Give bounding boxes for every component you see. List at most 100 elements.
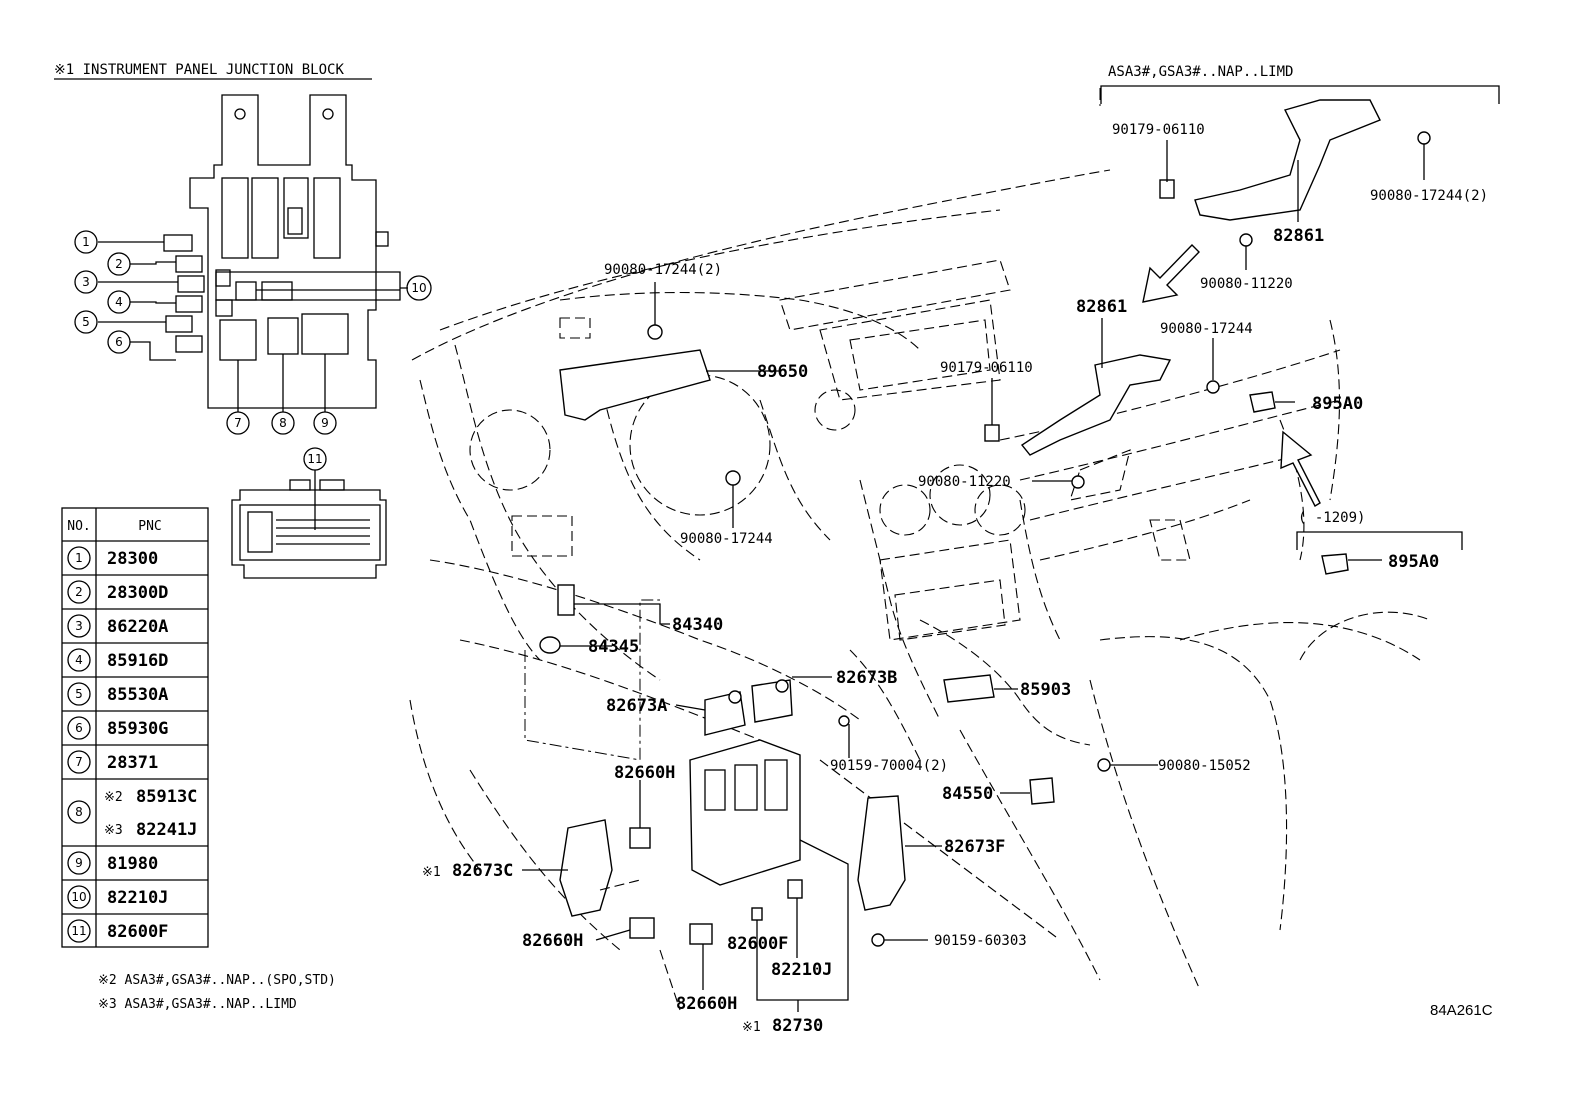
part-label-mark: ※1 bbox=[422, 865, 441, 880]
svg-text:1: 1 bbox=[82, 235, 90, 249]
table-row: 5 85530A bbox=[67, 682, 168, 706]
svg-text:6: 6 bbox=[115, 335, 123, 349]
part-label: 82660H bbox=[614, 763, 675, 783]
svg-text:85530A: 85530A bbox=[107, 685, 168, 705]
table-row: 7 28371 bbox=[67, 750, 158, 774]
svg-text:※3: ※3 bbox=[104, 823, 123, 838]
svg-text:7: 7 bbox=[234, 416, 242, 430]
part-label: 90179-06110 bbox=[940, 360, 1033, 376]
table-row: 4 85916D bbox=[67, 648, 168, 672]
part-label: 82861 bbox=[1076, 297, 1127, 317]
part-label: 90080-17244(2) bbox=[1370, 188, 1488, 204]
svg-text:3: 3 bbox=[75, 619, 83, 633]
svg-text:6: 6 bbox=[75, 721, 83, 735]
part-label: 84345 bbox=[588, 637, 639, 657]
part-label: 90080-11220 bbox=[918, 474, 1011, 490]
variant-bracket: ASA3#,GSA3#..NAP..LIMD bbox=[1100, 64, 1500, 550]
svg-text:2: 2 bbox=[115, 257, 123, 271]
table-header-pnc: PNC bbox=[138, 519, 161, 534]
part-label: 90179-06110 bbox=[1112, 122, 1205, 138]
table-row: 10 82210J bbox=[67, 885, 168, 909]
svg-text:82600F: 82600F bbox=[107, 922, 168, 942]
table-row: 1 28300 bbox=[67, 546, 158, 570]
part-label: 84340 bbox=[672, 615, 723, 635]
part-label: 82673A bbox=[606, 696, 667, 716]
part-label: 82673F bbox=[944, 837, 1005, 857]
svg-text:7: 7 bbox=[75, 755, 83, 769]
part-label: 84550 bbox=[942, 784, 993, 804]
table-row: 6 85930G bbox=[67, 716, 168, 740]
part-label: 82660H bbox=[676, 994, 737, 1014]
callout-circles: 1 2 3 4 5 6 7 8 9 10 11 bbox=[74, 230, 432, 471]
table-row: 3 86220A bbox=[67, 614, 168, 638]
svg-text:8: 8 bbox=[75, 805, 83, 819]
junction-block-leaders bbox=[98, 241, 408, 412]
part-label: 895A0 bbox=[1312, 394, 1363, 414]
part-label: 90080-17244(2) bbox=[604, 262, 722, 278]
svg-text:4: 4 bbox=[75, 653, 83, 667]
svg-text:5: 5 bbox=[75, 687, 83, 701]
part-label: 82660H bbox=[522, 931, 583, 951]
svg-text:81980: 81980 bbox=[107, 854, 158, 874]
svg-text:8: 8 bbox=[279, 416, 287, 430]
callout-7: 7 bbox=[226, 411, 250, 435]
svg-text:82241J: 82241J bbox=[136, 820, 197, 840]
part-label: 82730 bbox=[772, 1016, 823, 1036]
part-label: 82861 bbox=[1273, 226, 1324, 246]
svg-text:11: 11 bbox=[307, 452, 322, 466]
part-label: 90080-11220 bbox=[1200, 276, 1293, 292]
svg-text:85916D: 85916D bbox=[107, 651, 168, 671]
svg-text:85913C: 85913C bbox=[136, 787, 197, 807]
direction-arrows bbox=[1142, 244, 1321, 507]
svg-text:※2: ※2 bbox=[104, 790, 123, 805]
part-label: 85903 bbox=[1020, 680, 1071, 700]
callout-1: 1 bbox=[74, 230, 98, 254]
part-label: 90080-15052 bbox=[1158, 758, 1251, 774]
svg-text:2: 2 bbox=[75, 585, 83, 599]
svg-text:11: 11 bbox=[71, 924, 86, 938]
svg-text:3: 3 bbox=[82, 275, 90, 289]
part-label: 82210J bbox=[771, 960, 832, 980]
pnc-table-rows: 1 28300 2 28300D 3 86220A 4 85916D 5 85530A 6… bbox=[67, 546, 197, 943]
part-label: 82673C bbox=[452, 861, 513, 881]
svg-text:85930G: 85930G bbox=[107, 719, 168, 739]
part-label: 90159-70004(2) bbox=[830, 758, 948, 774]
table-header-no: NO. bbox=[67, 519, 90, 534]
part-label: 82600F bbox=[727, 934, 788, 954]
callout-11: 11 bbox=[303, 447, 327, 471]
part-label: 895A0 bbox=[1388, 552, 1439, 572]
table-row: 2 28300D bbox=[67, 580, 168, 604]
callout-5: 5 bbox=[74, 310, 98, 334]
pnc-table: NO. PNC bbox=[61, 507, 209, 948]
svg-text:86220A: 86220A bbox=[107, 617, 168, 637]
footnote-3: ※3 ASA3#,GSA3#..NAP..LIMD bbox=[98, 997, 297, 1012]
callout-10: 10 bbox=[406, 275, 432, 301]
component-drawings bbox=[539, 99, 1431, 947]
callout-4: 4 bbox=[107, 290, 131, 314]
part-labels: 90179-06110 90080-17244(2) 82861 90080-1… bbox=[422, 122, 1488, 1036]
table-row: 9 81980 bbox=[67, 851, 158, 875]
table-row: 8 ※2 85913C ※3 82241J bbox=[67, 787, 197, 840]
junction-block-title: ※1 INSTRUMENT PANEL JUNCTION BLOCK bbox=[54, 62, 344, 78]
svg-text:9: 9 bbox=[321, 416, 329, 430]
callout-8: 8 bbox=[271, 411, 295, 435]
callout-2: 2 bbox=[107, 252, 131, 276]
variant-title: ASA3#,GSA3#..NAP..LIMD bbox=[1108, 64, 1293, 80]
junction-block-drawing bbox=[163, 94, 389, 409]
svg-text:28300: 28300 bbox=[107, 549, 158, 569]
svg-text:28300D: 28300D bbox=[107, 583, 168, 603]
svg-text:10: 10 bbox=[71, 890, 86, 904]
ecu-module-drawing bbox=[231, 470, 387, 579]
illustration-code: 84A261C bbox=[1430, 1002, 1493, 1019]
svg-text:9: 9 bbox=[75, 856, 83, 870]
dashboard-outline bbox=[409, 88, 1431, 991]
svg-text:82210J: 82210J bbox=[107, 888, 168, 908]
svg-text:28371: 28371 bbox=[107, 753, 158, 773]
callout-6: 6 bbox=[107, 330, 131, 354]
part-label: 90159-60303 bbox=[934, 933, 1027, 949]
part-label: 90080-17244 bbox=[1160, 321, 1253, 337]
footnote-2: ※2 ASA3#,GSA3#..NAP..(SPO,STD) bbox=[98, 973, 336, 988]
callout-9: 9 bbox=[313, 411, 337, 435]
svg-text:1: 1 bbox=[75, 551, 83, 565]
